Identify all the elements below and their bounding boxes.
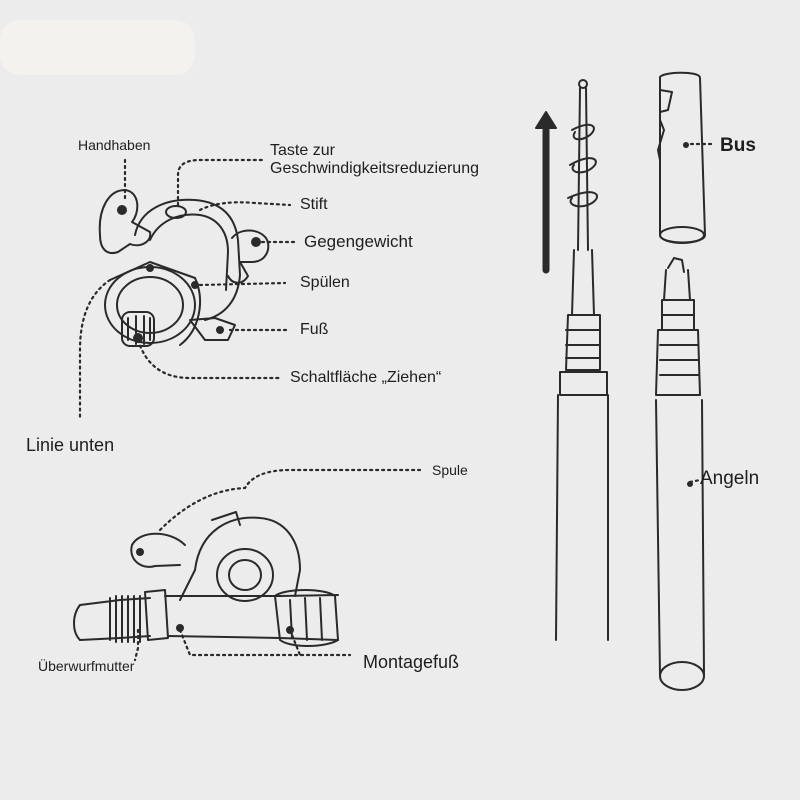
reel-body-inner — [149, 213, 229, 291]
background-smudge — [0, 20, 195, 75]
reel-lower-leader-lines — [133, 468, 422, 662]
rod-tip-drawing — [535, 79, 609, 641]
reel-handle — [98, 189, 152, 254]
label-linie-unten: Linie unten — [26, 435, 115, 455]
extend-arrow-head — [535, 111, 557, 129]
label-taste-line1: Taste zur — [270, 142, 335, 159]
label-schaltflaeche-ziehen: Schaltfläche „Ziehen“ — [290, 369, 442, 386]
counterweight-shape — [231, 229, 270, 263]
cap-shape — [658, 71, 706, 244]
reel-upper-drawing — [98, 189, 270, 347]
lock-nut-shape — [109, 595, 141, 643]
label-handhaben: Handhaben — [78, 137, 151, 153]
label-spule: Spule — [432, 462, 468, 478]
pull-button-shape — [121, 311, 155, 347]
reel-upper-leader-lines — [78, 158, 297, 422]
label-montagefuss: Montagefuß — [363, 652, 460, 672]
label-bus: Bus — [720, 135, 756, 156]
reel-handle-knob — [117, 205, 127, 215]
label-gegengewicht: Gegengewicht — [304, 232, 413, 251]
mounting-foot-shape — [274, 589, 339, 647]
reel-foot-shape — [189, 317, 236, 341]
label-taste-line2: Geschwindigkeitsreduzierung — [270, 160, 479, 178]
label-taste-geschwindigkeitsreduzierung: Taste zur Geschwindigkeitsreduzierung — [270, 142, 530, 179]
speed-button-shape — [165, 205, 187, 219]
reel-body — [134, 198, 241, 321]
rod-closed-drawing — [655, 71, 706, 691]
spool-lower-shape — [216, 548, 274, 602]
label-fuss: Fuß — [300, 321, 329, 338]
rod-leader-lines — [683, 142, 714, 484]
label-stift: Stift — [300, 196, 328, 213]
label-spuelen: Spülen — [300, 274, 350, 291]
reel-lower-drawing — [73, 511, 339, 647]
label-angeln: Angeln — [700, 468, 760, 489]
label-ueberwurfmutter: Überwurfmutter — [38, 658, 135, 674]
